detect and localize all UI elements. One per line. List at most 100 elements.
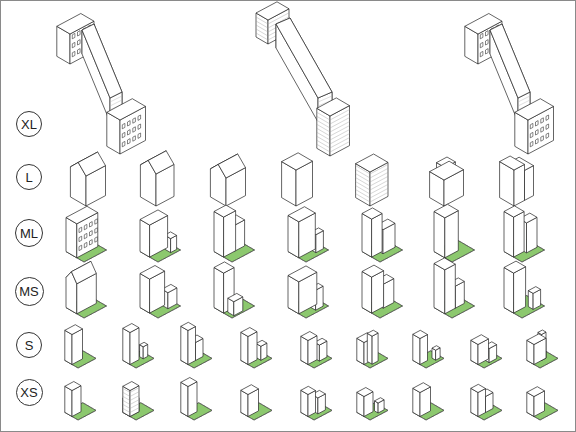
window [72, 33, 75, 38]
roof-top [357, 388, 373, 397]
roof-top [356, 154, 388, 172]
floor-line [356, 190, 370, 198]
building-wall [130, 328, 139, 365]
window [78, 40, 81, 45]
roof-top [256, 2, 289, 20]
size-circle: XL [16, 111, 42, 137]
floor-line [370, 192, 388, 202]
window [541, 136, 544, 141]
window [122, 141, 125, 146]
roof-top [214, 205, 236, 217]
building-wall [140, 220, 150, 258]
roof-top [82, 24, 122, 98]
window [133, 118, 136, 123]
floor-line [130, 400, 139, 405]
building-wall [123, 328, 130, 364]
floor-line [317, 120, 330, 128]
roof-top [527, 334, 546, 345]
window [530, 132, 533, 137]
floor-line [317, 136, 330, 144]
size-circle: ML [15, 219, 43, 247]
roof-top [434, 204, 458, 218]
building-wall [65, 330, 72, 364]
building-wall [308, 391, 316, 417]
floor-line [356, 174, 370, 182]
roof-top [413, 330, 428, 338]
roof-top [66, 206, 98, 224]
window [480, 33, 483, 38]
floor-line [330, 126, 350, 136]
building-wall [514, 267, 526, 313]
floor-line [317, 132, 330, 140]
floor-line [317, 124, 330, 132]
window [541, 127, 544, 132]
floor-line [330, 142, 350, 152]
window [486, 49, 489, 54]
building-wall [525, 166, 534, 201]
floor-line [356, 186, 370, 194]
window [546, 115, 549, 120]
floor-line [330, 134, 350, 144]
floor-line [370, 184, 388, 194]
roof-top [228, 293, 243, 301]
size-circle: L [16, 164, 42, 190]
roof-top [123, 324, 139, 333]
roof-top [500, 156, 525, 170]
floor-line [356, 178, 370, 186]
window [530, 141, 533, 146]
window [128, 121, 131, 126]
floor-line [317, 128, 330, 136]
window [486, 40, 489, 45]
size-circle: MS [15, 277, 44, 306]
window [84, 224, 87, 229]
roof-top [65, 382, 81, 391]
roof-top [527, 387, 545, 397]
roof-top [181, 322, 196, 330]
floor-line [130, 396, 139, 401]
building-wall [372, 271, 384, 313]
floor-line [317, 140, 330, 148]
size-label: XL [21, 118, 37, 131]
roof-top [367, 330, 378, 336]
floor-line [330, 114, 350, 124]
building-wall [514, 212, 525, 258]
building-wall [130, 386, 139, 417]
building-wall [420, 335, 428, 365]
floor-line [370, 180, 388, 190]
window [90, 222, 93, 227]
building-wall [65, 386, 72, 416]
floor-line [130, 392, 139, 397]
building-wall [301, 336, 308, 364]
window [79, 236, 82, 241]
building-wall [362, 214, 372, 258]
building-wall [214, 212, 224, 258]
building-wall [241, 332, 248, 364]
roof-top [276, 18, 332, 98]
window [90, 231, 93, 236]
building-wall [445, 211, 459, 258]
roof-top [140, 266, 165, 280]
roof-top [434, 258, 455, 270]
roof-top [413, 383, 431, 393]
floor-line [330, 130, 350, 140]
window [128, 139, 131, 144]
window [78, 31, 81, 36]
roof-plane [71, 261, 96, 284]
size-circle: S [16, 332, 42, 358]
window [536, 121, 539, 126]
roof-top [375, 398, 385, 403]
window [530, 123, 533, 128]
roof-top [140, 210, 168, 225]
size-label: ML [20, 227, 38, 240]
building-wall [140, 274, 150, 314]
building-wall [214, 268, 224, 314]
building-wall [504, 212, 514, 258]
window [72, 51, 75, 56]
window [95, 237, 98, 242]
window [79, 245, 82, 250]
size-label: MS [19, 285, 39, 298]
roof-top [181, 378, 197, 387]
roof-top [515, 99, 554, 120]
floor-line [123, 400, 130, 404]
